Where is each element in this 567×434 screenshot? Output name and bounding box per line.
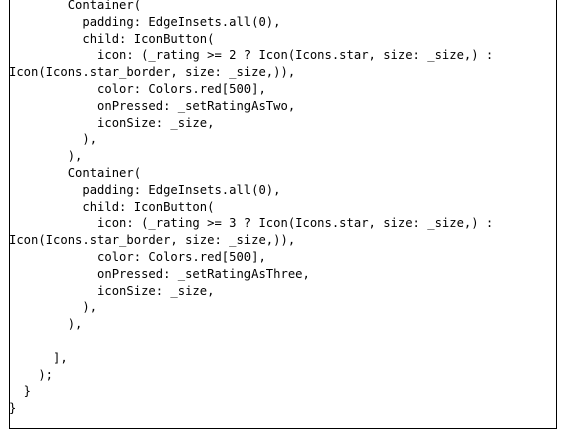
code-line: ], <box>9 350 68 365</box>
code-line: child: IconButton( <box>9 199 215 214</box>
code-line: Container( <box>9 0 142 12</box>
code-line: ), <box>9 300 98 315</box>
code-line: ), <box>9 317 83 332</box>
code-line: color: Colors.red[500], <box>9 249 266 264</box>
code-line: icon: (_rating >= 2 ? Icon(Icons.star, s… <box>9 48 494 63</box>
code-box <box>9 0 557 429</box>
code-line: ), <box>9 132 98 147</box>
code-line: icon: (_rating >= 3 ? Icon(Icons.star, s… <box>9 216 494 231</box>
code-line: } <box>9 384 32 399</box>
code-line: } <box>9 401 17 416</box>
code-line: child: IconButton( <box>9 31 215 46</box>
code-line: padding: EdgeInsets.all(0), <box>9 14 281 29</box>
code-line: color: Colors.red[500], <box>9 81 266 96</box>
code-line: Icon(Icons.star_border, size: _size,)), <box>9 65 296 80</box>
code-line: iconSize: _size, <box>9 283 215 298</box>
code-line: ); <box>9 367 54 382</box>
code-line: padding: EdgeInsets.all(0), <box>9 182 281 197</box>
code-line: onPressed: _setRatingAsTwo, <box>9 98 296 113</box>
code-line: onPressed: _setRatingAsThree, <box>9 266 310 281</box>
code-block: Container( padding: EdgeInsets.all(0), c… <box>9 0 493 417</box>
code-line: ), <box>9 149 83 164</box>
code-line: iconSize: _size, <box>9 115 215 130</box>
code-line: Container( <box>9 165 142 180</box>
code-line <box>9 333 493 350</box>
code-line: Icon(Icons.star_border, size: _size,)), <box>9 233 296 248</box>
